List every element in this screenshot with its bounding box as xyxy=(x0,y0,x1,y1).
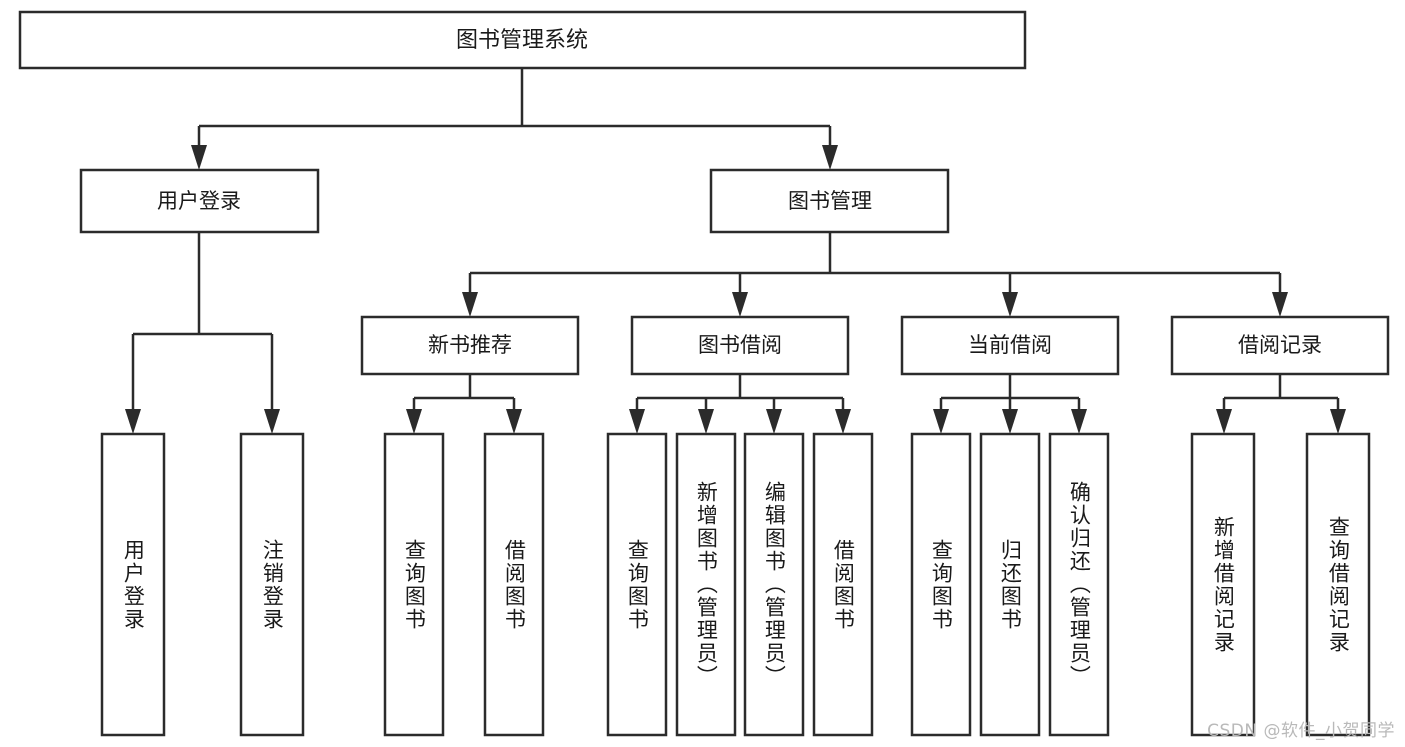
arrowhead-bb-leaf4 xyxy=(835,409,851,434)
node-current-borrow-label: 当前借阅 xyxy=(968,333,1052,357)
arrowhead-to-borrow-record xyxy=(1272,292,1288,317)
node-leaf-cb-query-book[interactable] xyxy=(910,432,972,737)
arrowhead-to-book-borrow xyxy=(732,292,748,317)
arrowhead-cb-leaf1 xyxy=(933,409,949,434)
arrowhead-nb-leaf2 xyxy=(506,409,522,434)
node-book-borrow[interactable] xyxy=(630,315,850,376)
watermark: CSDN @软件_小贺同学 xyxy=(1207,721,1395,741)
node-user-login-label: 用户登录 xyxy=(157,189,241,213)
arrowhead-to-new-book xyxy=(462,292,478,317)
arrowhead-nb-leaf1 xyxy=(406,409,422,434)
node-book-management[interactable] xyxy=(709,168,950,234)
node-leaf-user-login[interactable] xyxy=(100,432,166,737)
arrowhead-cb-leaf2 xyxy=(1002,409,1018,434)
arrowhead-bb-leaf2 xyxy=(698,409,714,434)
node-book-management-label: 图书管理 xyxy=(788,189,872,213)
node-leaf-br-query-record[interactable] xyxy=(1305,432,1371,737)
node-leaf-logout[interactable] xyxy=(239,432,305,737)
arrowhead-to-book-management xyxy=(822,145,838,170)
node-leaf-nb-borrow-book[interactable] xyxy=(483,432,545,737)
node-leaf-nb-query-book[interactable] xyxy=(383,432,445,737)
node-new-book-recommend-label: 新书推荐 xyxy=(428,333,512,357)
node-new-book-recommend[interactable] xyxy=(360,315,580,376)
node-leaf-bb-borrow-book[interactable] xyxy=(812,432,874,737)
node-book-borrow-label: 图书借阅 xyxy=(698,333,782,357)
arrowhead-br-leaf2 xyxy=(1330,409,1346,434)
node-borrow-record[interactable] xyxy=(1170,315,1390,376)
arrowhead-cb-leaf3 xyxy=(1071,409,1087,434)
arrowhead-to-current-borrow xyxy=(1002,292,1018,317)
arrowhead-to-user-login xyxy=(191,145,207,170)
node-user-login[interactable] xyxy=(79,168,320,234)
nodes-group: 图书管理系统 用户登录 图书管理 新书推荐 图书借阅 当前借阅 借阅记录 xyxy=(18,10,1390,737)
arrowhead-br-leaf1 xyxy=(1216,409,1232,434)
node-root-label: 图书管理系统 xyxy=(456,28,588,53)
arrowhead-leaf-user-login xyxy=(125,409,141,434)
node-leaf-bb-edit-book[interactable] xyxy=(743,432,805,737)
node-borrow-record-label: 借阅记录 xyxy=(1238,333,1322,357)
node-leaf-br-add-record[interactable] xyxy=(1190,432,1256,737)
node-root-book-management-system[interactable] xyxy=(18,10,1027,70)
node-leaf-bb-query-book[interactable] xyxy=(606,432,668,737)
arrowhead-leaf-logout xyxy=(264,409,280,434)
node-leaf-bb-add-book[interactable] xyxy=(675,432,737,737)
arrowhead-bb-leaf3 xyxy=(766,409,782,434)
node-leaf-cb-confirm-return[interactable] xyxy=(1048,432,1110,737)
connectors-group xyxy=(125,68,1346,434)
node-leaf-cb-return-book[interactable] xyxy=(979,432,1041,737)
node-current-borrow[interactable] xyxy=(900,315,1120,376)
arrowhead-bb-leaf1 xyxy=(629,409,645,434)
